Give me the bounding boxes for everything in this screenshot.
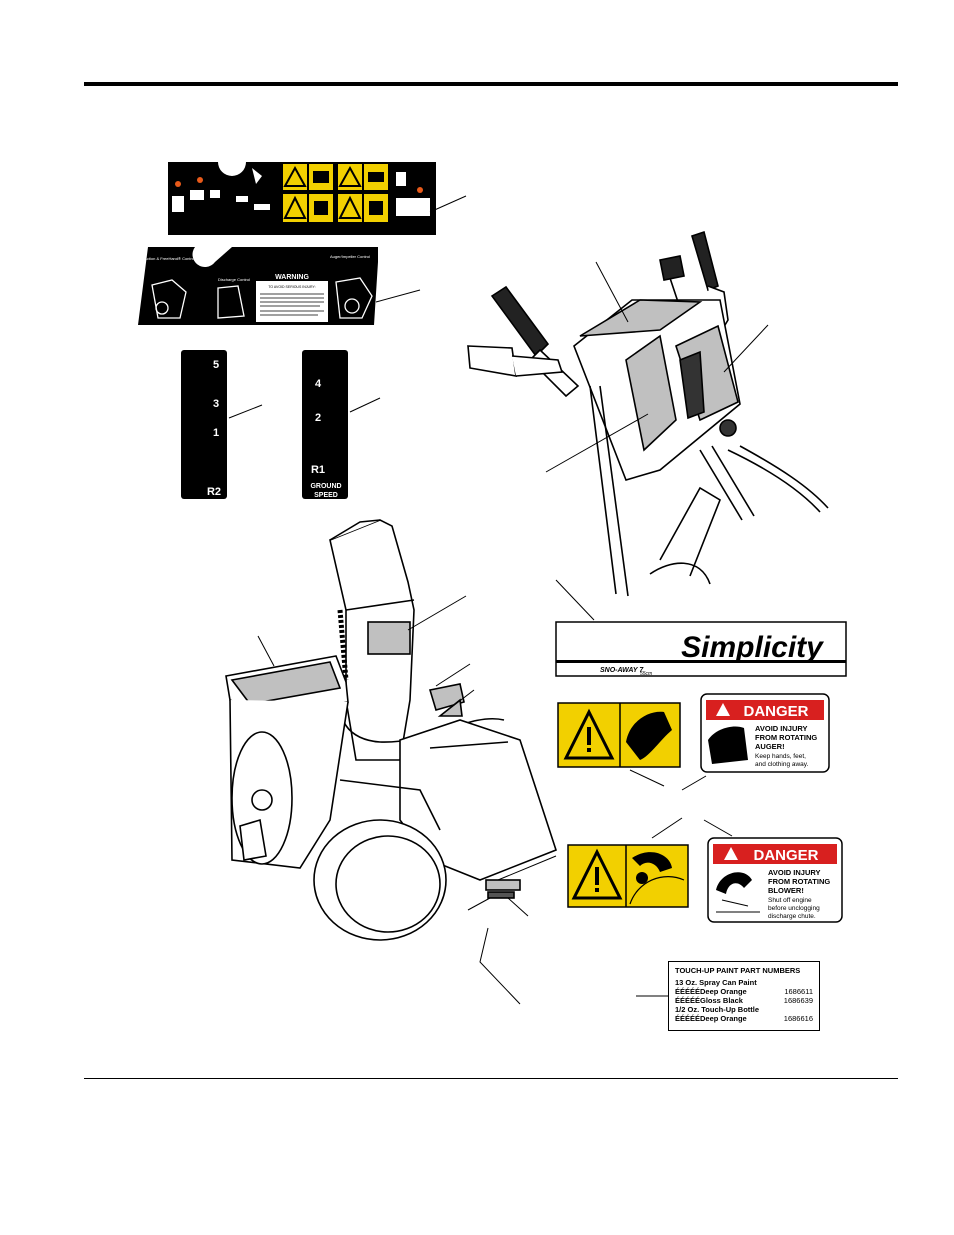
paint-row: ÉÉÉÉÉGloss Black 1686639 bbox=[675, 996, 813, 1005]
danger-blower-line: FROM ROTATING bbox=[768, 877, 830, 886]
paint-name: ÉÉÉÉÉDeep Orange bbox=[675, 1014, 747, 1023]
brand-name: Simplicity bbox=[681, 631, 824, 664]
danger-auger-body: and clothing away. bbox=[755, 761, 809, 768]
paint-title: TOUCH-UP PAINT PART NUMBERS bbox=[675, 966, 801, 975]
bottom-rule bbox=[84, 1078, 898, 1079]
danger-auger-body: Keep hands, feet, bbox=[755, 753, 806, 760]
auger-label: Auger/Impeller Control bbox=[330, 254, 370, 259]
speed-5: 5 bbox=[213, 359, 219, 371]
ground-label: GROUND bbox=[310, 483, 341, 490]
speed-decal-left: 5 3 1 R2 bbox=[181, 350, 263, 499]
paint-row: ÉÉÉÉÉDeep Orange 1686611 bbox=[675, 987, 813, 996]
danger-blower-body: Shut off engine bbox=[768, 897, 812, 904]
danger-auger-header: DANGER bbox=[743, 703, 808, 720]
top-rule bbox=[84, 82, 898, 86]
paint-bottle-header: 1/2 Oz. Touch-Up Bottle bbox=[675, 1005, 760, 1014]
speed-3: 3 bbox=[213, 398, 219, 410]
danger-auger-line: FROM ROTATING bbox=[755, 733, 817, 742]
danger-blower-body: before unclogging bbox=[768, 905, 820, 912]
handle-console-illustration bbox=[467, 230, 829, 597]
danger-blower-body: discharge chute. bbox=[768, 913, 816, 920]
paint-number: 1686639 bbox=[783, 996, 813, 1005]
paint-name: ÉÉÉÉÉDeep Orange bbox=[675, 987, 747, 996]
warning-title: WARNING bbox=[275, 274, 309, 281]
blower-hazard-decal bbox=[567, 817, 689, 908]
control-panel-decal: WARNING TO AVOID SERIOUS INJURY: Tractio… bbox=[138, 247, 421, 325]
snowblower-illustration bbox=[225, 519, 557, 941]
top-control-decal bbox=[168, 162, 467, 235]
speed-r2: R2 bbox=[207, 486, 221, 498]
discharge-label: Discharge Control bbox=[218, 277, 250, 282]
paint-number: 1686616 bbox=[783, 1014, 813, 1023]
paint-row: ÉÉÉÉÉDeep Orange 1686616 bbox=[675, 1014, 813, 1023]
leader-lines-blower bbox=[257, 595, 557, 1005]
speed-label: SPEED bbox=[314, 492, 338, 499]
leader-lines-console bbox=[545, 261, 769, 621]
brand-model: SNO-AWAY 7 bbox=[600, 667, 644, 674]
speed-r1: R1 bbox=[311, 464, 325, 476]
brand-decal: Simplicity SNO-AWAY 7 55cm bbox=[555, 621, 847, 677]
speed-4: 4 bbox=[315, 378, 322, 390]
danger-auger-line: AUGER! bbox=[755, 742, 785, 751]
danger-blower-line: AVOID INJURY bbox=[768, 868, 821, 877]
danger-blower-header: DANGER bbox=[753, 847, 818, 864]
paint-name: ÉÉÉÉÉGloss Black bbox=[675, 996, 743, 1005]
danger-blower-decal: DANGER AVOID INJURY FROM ROTATING BLOWER… bbox=[703, 819, 843, 923]
auger-hazard-decal bbox=[557, 702, 681, 787]
danger-auger-line: AVOID INJURY bbox=[755, 724, 808, 733]
warning-sub: TO AVOID SERIOUS INJURY: bbox=[268, 285, 315, 289]
danger-auger-decal: DANGER AVOID INJURY FROM ROTATING AUGER!… bbox=[681, 693, 830, 791]
speed-2: 2 bbox=[315, 412, 321, 424]
danger-blower-line: BLOWER! bbox=[768, 886, 804, 895]
brand-sub: 55cm bbox=[640, 671, 652, 677]
paint-number: 1686611 bbox=[784, 987, 813, 996]
speed-1: 1 bbox=[213, 427, 219, 439]
speed-decal-right: 4 2 R1 GROUND SPEED bbox=[302, 350, 381, 499]
touchup-paint-label: TOUCH-UP PAINT PART NUMBERS 13 Oz. Spray… bbox=[668, 961, 820, 1031]
traction-label: Traction & FreeHand® Control bbox=[141, 256, 195, 261]
paint-spray-header: 13 Oz. Spray Can Paint bbox=[675, 978, 757, 987]
